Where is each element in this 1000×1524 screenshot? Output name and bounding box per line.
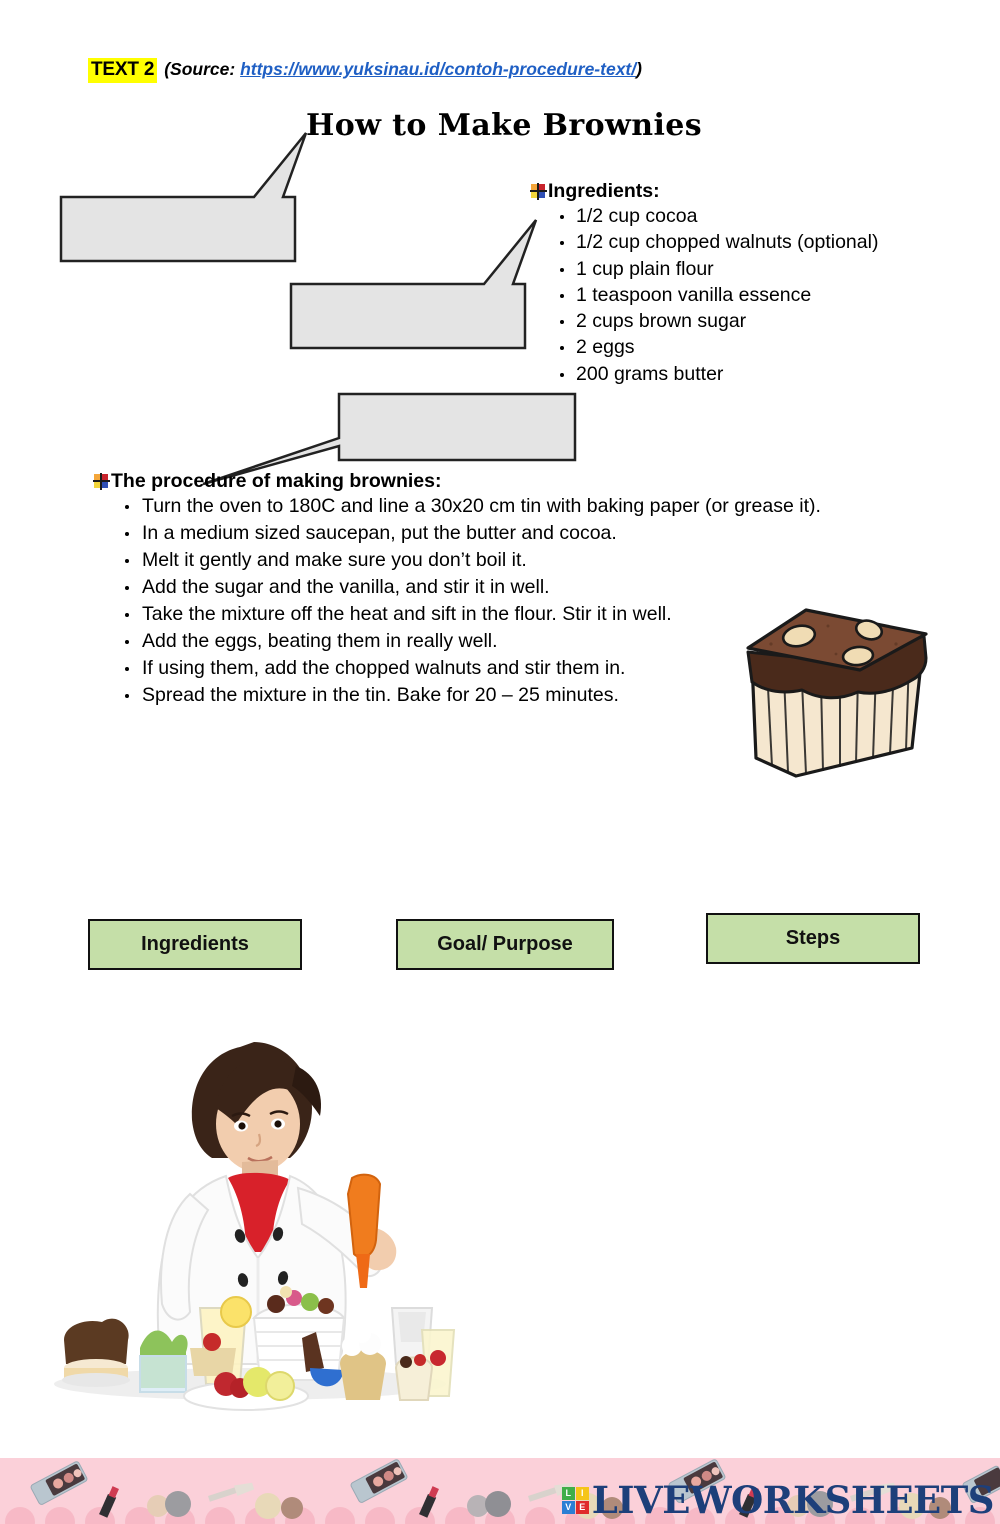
list-item: 1 teaspoon vanilla essence — [531, 282, 961, 308]
list-item: In a medium sized saucepan, put the butt… — [94, 520, 964, 547]
ingredients-section: Ingredients: 1/2 cup cocoa 1/2 cup chopp… — [530, 180, 961, 387]
list-item: Melt it gently and make sure you don’t b… — [94, 547, 964, 574]
callout-shape-2 — [289, 219, 538, 350]
page-title: How to Make Brownies — [305, 108, 703, 143]
list-item: Add the eggs, beating them in really wel… — [94, 628, 964, 655]
procedure-heading-row: The procedure of making brownies: — [93, 470, 964, 493]
callout-box-3[interactable] — [200, 391, 580, 491]
brownie-illustration — [746, 608, 928, 778]
list-item: If using them, add the chopped walnuts a… — [94, 655, 964, 682]
procedure-list: Turn the oven to 180C and line a 30x20 c… — [94, 493, 964, 709]
chef-photo — [40, 1012, 460, 1430]
answer-option-label: Goal/ Purpose — [437, 933, 573, 955]
list-item: 2 eggs — [531, 334, 961, 360]
ingredients-heading: Ingredients: — [548, 180, 660, 202]
answer-option-label: Steps — [785, 927, 841, 949]
list-item: 200 grams butter — [531, 361, 961, 387]
footer-makeup-pattern — [30, 1459, 1000, 1519]
text-number-label: TEXT 2 — [88, 58, 158, 83]
live-logo-blocks: L I V E — [561, 1486, 589, 1514]
callout-box-2[interactable] — [288, 217, 538, 357]
pinwheel-bullet-icon — [530, 183, 547, 200]
answer-option-steps[interactable]: Steps — [706, 913, 920, 964]
list-item: 1/2 cup cocoa — [531, 203, 961, 229]
ingredients-list: 1/2 cup cocoa 1/2 cup chopped walnuts (o… — [531, 203, 961, 387]
list-item: Spread the mixture in the tin. Bake for … — [94, 682, 964, 709]
list-item: Turn the oven to 180C and line a 30x20 c… — [94, 493, 964, 520]
procedure-heading: The procedure of making brownies: — [111, 470, 442, 492]
list-item: 1 cup plain flour — [531, 256, 961, 282]
answer-option-label: Ingredients — [141, 933, 249, 955]
pinwheel-bullet-icon — [93, 473, 110, 490]
answer-option-ingredients[interactable]: Ingredients — [88, 919, 302, 970]
ingredients-heading-row: Ingredients: — [530, 180, 961, 203]
liveworksheets-wordmark: LIVEWORKSHEETS — [591, 1477, 995, 1522]
footer-band: L I V E LIVEWORKSHEETS — [0, 1458, 1000, 1524]
header-source-line: TEXT 2 (Source: https://www.yuksinau.id/… — [88, 58, 642, 83]
list-item: Take the mixture off the heat and sift i… — [94, 601, 964, 628]
source-prefix: (Source: — [164, 59, 236, 79]
live-block-v: V — [561, 1500, 575, 1514]
list-item: Add the sugar and the vanilla, and stir … — [94, 574, 964, 601]
callout-shape-3 — [202, 392, 577, 486]
source-url-link[interactable]: https://www.yuksinau.id/contoh-procedure… — [240, 59, 637, 79]
live-block-e: E — [575, 1500, 589, 1514]
list-item: 2 cups brown sugar — [531, 308, 961, 334]
liveworksheets-logo[interactable]: L I V E LIVEWORKSHEETS — [561, 1477, 995, 1522]
list-item: 1/2 cup chopped walnuts (optional) — [531, 229, 961, 255]
live-block-i: I — [575, 1486, 589, 1500]
callout-box-1[interactable] — [58, 130, 308, 270]
source-citation: (Source: https://www.yuksinau.id/contoh-… — [164, 59, 642, 80]
callout-shape-1 — [59, 132, 308, 263]
live-block-l: L — [561, 1486, 575, 1500]
source-suffix: ) — [636, 59, 642, 79]
procedure-section: The procedure of making brownies: Turn t… — [93, 470, 964, 709]
answer-option-goal-purpose[interactable]: Goal/ Purpose — [396, 919, 614, 970]
